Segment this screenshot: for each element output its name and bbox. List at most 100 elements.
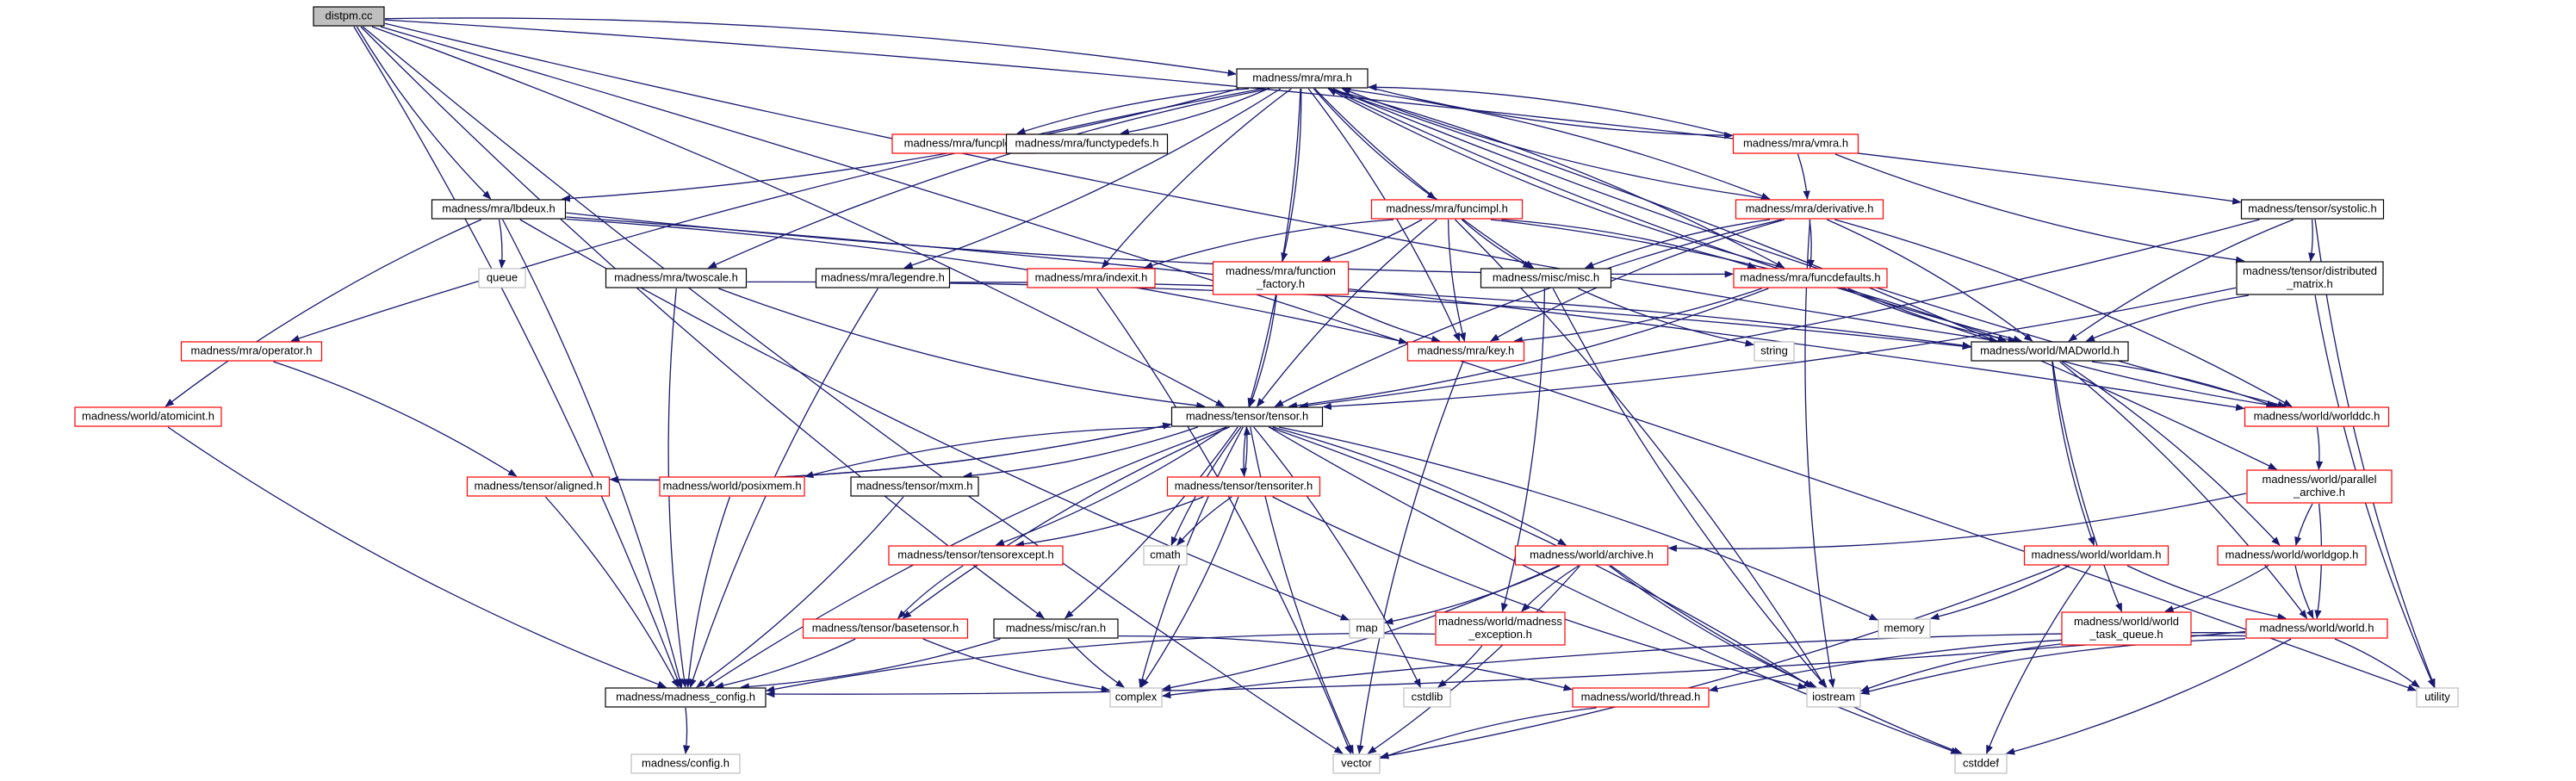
- node-function_factory[interactable]: madness/mra/function_factory.h: [1212, 261, 1350, 295]
- node-box-twoscale[interactable]: [605, 268, 748, 288]
- node-label-tensor: madness/tensor/tensor.h: [1186, 409, 1308, 422]
- node-box-worlddc[interactable]: [2244, 406, 2390, 427]
- node-funcdefaults[interactable]: madness/mra/funcdefaults.h: [1733, 268, 1888, 288]
- node-lbdeux[interactable]: madness/mra/lbdeux.h: [431, 199, 567, 220]
- node-box-systolic[interactable]: [2240, 199, 2385, 220]
- node-label-parallel_archive: _archive.h: [2293, 486, 2345, 499]
- edge-madness_exception-to-cstdlib: [1437, 645, 1483, 688]
- edge-thread-to-vector: [1380, 707, 1597, 759]
- node-world[interactable]: madness/world/world.h: [2245, 618, 2388, 639]
- node-key[interactable]: madness/mra/key.h: [1406, 341, 1525, 362]
- node-box-archive[interactable]: [1514, 545, 1669, 566]
- node-box-funcdefaults[interactable]: [1733, 268, 1888, 288]
- node-tensorexcept[interactable]: madness/tensor/tensorexcept.h: [888, 545, 1064, 566]
- node-box-basetensor[interactable]: [802, 618, 969, 639]
- edge-mra-to-derivative: [1342, 88, 1771, 200]
- node-ran[interactable]: madness/misc/ran.h: [993, 618, 1119, 639]
- node-box-world_task_queue[interactable]: [2061, 611, 2192, 646]
- node-box-parallel_archive[interactable]: [2246, 469, 2393, 504]
- node-worldam[interactable]: madness/world/worldam.h: [2023, 545, 2169, 566]
- node-box-config: [630, 753, 741, 774]
- node-box-worldgop[interactable]: [2217, 545, 2367, 566]
- node-label-map: map: [1356, 621, 1377, 634]
- node-box-funcimpl[interactable]: [1370, 199, 1524, 220]
- node-tensor[interactable]: madness/tensor/tensor.h: [1170, 406, 1324, 427]
- node-box-tensoriter[interactable]: [1166, 476, 1321, 497]
- node-parallel_archive[interactable]: madness/world/parallel_archive.h: [2246, 469, 2393, 504]
- edge-funcdefaults-to-madworld: [1843, 288, 2017, 344]
- node-label-aligned: madness/tensor/aligned.h: [475, 479, 603, 492]
- node-box-thread[interactable]: [1572, 687, 1710, 708]
- node-box-key[interactable]: [1406, 341, 1525, 362]
- node-legendre[interactable]: madness/mra/legendre.h: [815, 268, 951, 288]
- node-posixmem[interactable]: madness/world/posixmem.h: [659, 476, 805, 497]
- edge-mra-to-indexit: [1102, 88, 1292, 269]
- node-box-ran[interactable]: [993, 618, 1119, 639]
- node-box-atomicint[interactable]: [74, 406, 222, 427]
- node-vector: vector: [1332, 753, 1381, 774]
- edge-posixmem-to-madness_config: [685, 496, 731, 689]
- node-basetensor[interactable]: madness/tensor/basetensor.h: [802, 618, 969, 639]
- node-mra[interactable]: madness/mra/mra.h: [1236, 68, 1369, 89]
- node-label-archive: madness/world/archive.h: [1530, 548, 1654, 561]
- node-funcimpl[interactable]: madness/mra/funcimpl.h: [1370, 199, 1524, 220]
- node-box-function_factory[interactable]: [1212, 261, 1350, 295]
- node-indexit[interactable]: madness/mra/indexit.h: [1027, 268, 1156, 288]
- node-box-indexit[interactable]: [1027, 268, 1156, 288]
- node-systolic[interactable]: madness/tensor/systolic.h: [2240, 199, 2385, 220]
- node-box-lbdeux[interactable]: [431, 199, 567, 220]
- node-vmra[interactable]: madness/mra/vmra.h: [1732, 133, 1859, 154]
- edge-madness_exception-to-madness_config: [765, 633, 1436, 693]
- node-mxm[interactable]: madness/tensor/mxm.h: [850, 476, 979, 497]
- node-box-world[interactable]: [2245, 618, 2388, 639]
- node-box-misc[interactable]: [1480, 268, 1612, 288]
- node-box-tensor[interactable]: [1170, 406, 1324, 427]
- node-atomicint[interactable]: madness/world/atomicint.h: [74, 406, 222, 427]
- edge-mra-to-misc: [1314, 88, 1535, 269]
- edge-distpm-to-lbdeux: [356, 26, 492, 200]
- node-box-tensorexcept[interactable]: [888, 545, 1064, 566]
- node-box-operator[interactable]: [180, 341, 323, 362]
- node-box-aligned[interactable]: [466, 476, 611, 497]
- node-box-mxm[interactable]: [850, 476, 979, 497]
- edge-tensor-to-posixmem: [804, 426, 1171, 479]
- node-thread[interactable]: madness/world/thread.h: [1572, 687, 1710, 708]
- node-box-madness_config[interactable]: [605, 687, 767, 708]
- node-string: string: [1754, 341, 1795, 362]
- node-utility: utility: [2416, 687, 2459, 708]
- node-functypedefs[interactable]: madness/mra/functypedefs.h: [1005, 133, 1169, 154]
- node-box-derivative[interactable]: [1735, 199, 1884, 220]
- node-archive[interactable]: madness/world/archive.h: [1514, 545, 1669, 566]
- node-worldgop[interactable]: madness/world/worldgop.h: [2217, 545, 2367, 566]
- node-distpm[interactable]: distpm.cc: [313, 6, 385, 27]
- node-operator[interactable]: madness/mra/operator.h: [180, 341, 323, 362]
- node-distributed_matrix[interactable]: madness/tensor/distributed_matrix.h: [2236, 261, 2384, 295]
- node-box-distributed_matrix[interactable]: [2236, 261, 2384, 295]
- node-box-worldam[interactable]: [2023, 545, 2169, 566]
- node-box-legendre[interactable]: [815, 268, 951, 288]
- node-madness_config[interactable]: madness/madness_config.h: [605, 687, 767, 708]
- node-box-cstdlib: [1403, 687, 1451, 708]
- edge-distpm-to-ran: [360, 26, 1045, 619]
- node-box-vmra[interactable]: [1732, 133, 1859, 154]
- node-worlddc[interactable]: madness/world/worlddc.h: [2244, 406, 2390, 427]
- node-label-memory: memory: [1884, 621, 1925, 634]
- node-box-mra[interactable]: [1236, 68, 1369, 89]
- edge-indexit-to-vector: [1096, 288, 1352, 754]
- node-box-madness_exception[interactable]: [1435, 611, 1566, 646]
- edge-lbdeux-to-funcdefaults: [566, 212, 1735, 278]
- node-derivative[interactable]: madness/mra/derivative.h: [1735, 199, 1884, 220]
- node-madness_exception[interactable]: madness/world/madness_exception.h: [1435, 611, 1566, 646]
- node-aligned[interactable]: madness/tensor/aligned.h: [466, 476, 611, 497]
- edge-funcdefaults-to-mra: [1327, 88, 1785, 269]
- node-tensoriter[interactable]: madness/tensor/tensoriter.h: [1166, 476, 1321, 497]
- node-misc[interactable]: madness/misc/misc.h: [1480, 268, 1612, 288]
- node-madworld[interactable]: madness/world/MADworld.h: [1971, 341, 2129, 362]
- node-box-madworld[interactable]: [1971, 341, 2129, 362]
- node-box-distpm[interactable]: [313, 6, 385, 27]
- node-box-posixmem[interactable]: [659, 476, 805, 497]
- node-label-cstdlib: cstdlib: [1412, 690, 1443, 703]
- node-box-functypedefs[interactable]: [1005, 133, 1169, 154]
- node-world_task_queue[interactable]: madness/world/world_task_queue.h: [2061, 611, 2192, 646]
- node-twoscale[interactable]: madness/mra/twoscale.h: [605, 268, 748, 288]
